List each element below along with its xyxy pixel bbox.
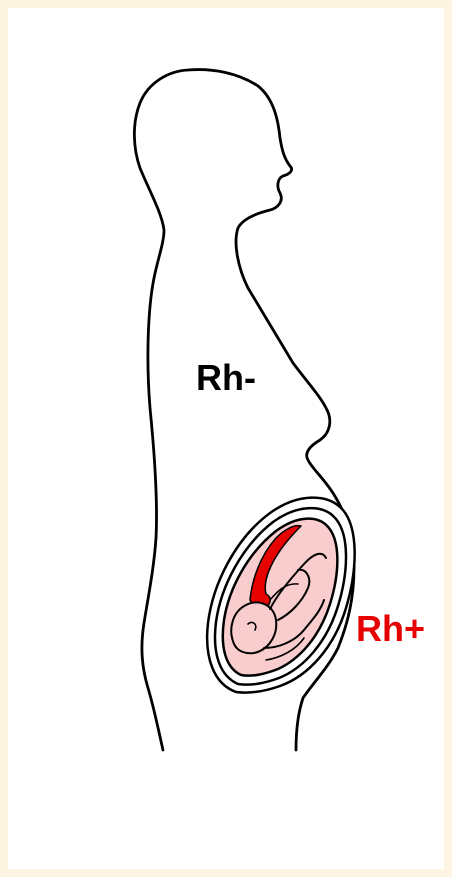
diagram-panel: Rh- Rh+ [8,8,444,869]
mother-rh-label: Rh- [196,360,256,396]
fetus-in-womb-icon [207,498,355,693]
pregnant-woman-silhouette-icon [8,8,444,869]
fetus-rh-label: Rh+ [356,611,425,647]
